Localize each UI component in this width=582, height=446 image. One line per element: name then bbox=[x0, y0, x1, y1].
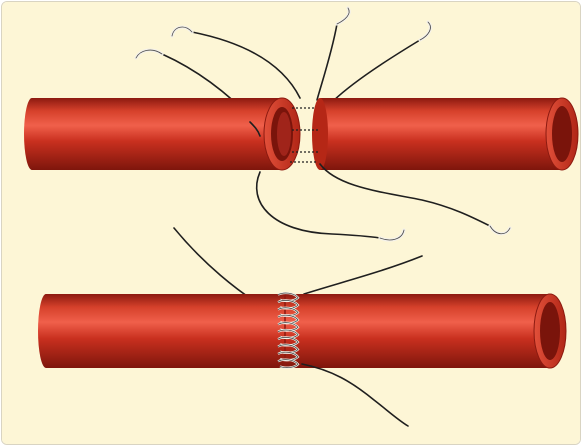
right-vessel-end bbox=[312, 98, 578, 170]
vessel-cut-end bbox=[312, 98, 328, 170]
vessel-body bbox=[320, 98, 562, 170]
vessel-left-cap bbox=[24, 98, 40, 170]
joined-vessel bbox=[38, 294, 566, 368]
lumen-inner-highlight bbox=[277, 112, 291, 156]
vessel-body bbox=[32, 98, 282, 170]
vessel-left-cap bbox=[38, 294, 54, 368]
vessel-lumen bbox=[540, 302, 560, 360]
vessel-lumen bbox=[552, 106, 572, 162]
